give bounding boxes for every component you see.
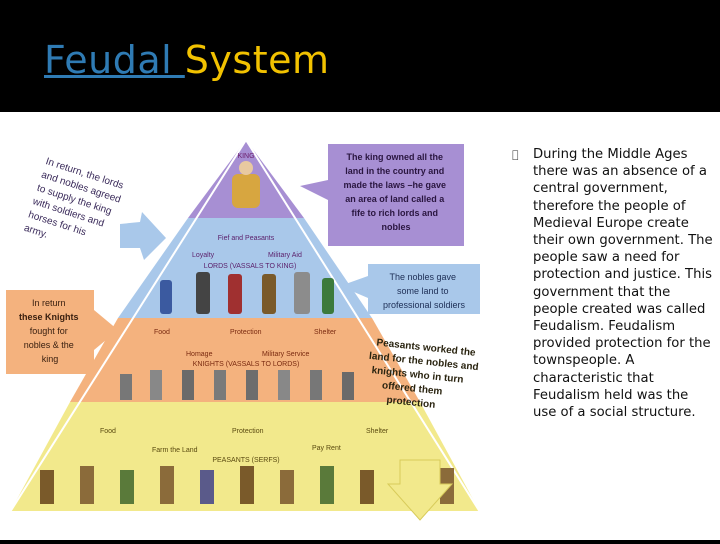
pay-rent-label: Pay Rent: [312, 445, 341, 452]
military-service-label: Military Service: [262, 351, 310, 358]
knights-label: KNIGHTS (VASSALS TO LORDS): [193, 361, 300, 368]
slide-header: Feudal System: [0, 0, 720, 112]
bullet-marker-icon: : [512, 148, 519, 161]
homage-label: Homage: [186, 351, 213, 358]
slide-title: Feudal System: [44, 38, 330, 82]
lords-note-arrow: [120, 212, 166, 260]
farm-land-label: Farm the Land: [152, 447, 198, 454]
lords-note-text: In return, the lords and nobles agreed t…: [22, 156, 129, 260]
military-aid-label: Military Aid: [268, 252, 302, 259]
peasants-label: PEASANTS (SERFS): [212, 457, 279, 464]
title-system: System: [185, 38, 330, 82]
slide-body: KING Fief and Peasants Loyalty Military …: [0, 112, 720, 540]
loyalty-label: Loyalty: [192, 252, 215, 259]
feudal-pyramid-illustration: KING Fief and Peasants Loyalty Military …: [0, 140, 493, 540]
food-label-1: Food: [154, 329, 170, 336]
feudal-pyramid-figure: KING Fief and Peasants Loyalty Military …: [0, 140, 493, 540]
shelter-label-2: Shelter: [366, 428, 389, 435]
title-feudal: Feudal: [44, 38, 185, 82]
food-label-2: Food: [100, 428, 116, 435]
protection-label-1: Protection: [230, 329, 262, 336]
shelter-label-1: Shelter: [314, 329, 337, 336]
protection-label-2: Protection: [232, 428, 264, 435]
bullet-paragraph: During the Middle Ages there was an abse…: [533, 146, 713, 421]
fief-peasants-label: Fief and Peasants: [218, 235, 275, 242]
king-label: KING: [237, 153, 254, 160]
lords-label: LORDS (VASSALS TO KING): [204, 263, 297, 270]
